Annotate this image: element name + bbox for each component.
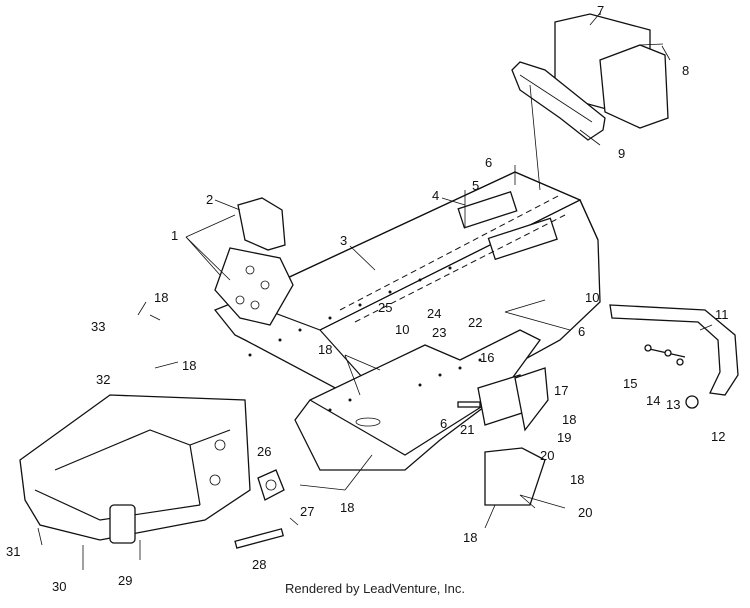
callout-6: 6 bbox=[578, 324, 585, 339]
part-small-plates bbox=[234, 469, 285, 549]
callout-27: 27 bbox=[300, 504, 314, 519]
callout-16: 16 bbox=[480, 350, 494, 365]
callout-15: 15 bbox=[623, 376, 637, 391]
part-upper-brackets bbox=[214, 197, 294, 326]
callout-31: 31 bbox=[6, 544, 20, 559]
callout-9: 9 bbox=[618, 146, 625, 161]
callout-18: 18 bbox=[463, 530, 477, 545]
callout-19: 19 bbox=[557, 430, 571, 445]
part-bracket bbox=[511, 61, 606, 141]
credit-text: Rendered by LeadVenture, Inc. bbox=[285, 581, 465, 596]
callout-6: 6 bbox=[485, 155, 492, 170]
callout-18: 18 bbox=[318, 342, 332, 357]
callout-14: 14 bbox=[646, 393, 660, 408]
part-frame-lower bbox=[294, 329, 541, 471]
callout-10: 10 bbox=[395, 322, 409, 337]
callout-18: 18 bbox=[570, 472, 584, 487]
callout-18: 18 bbox=[154, 290, 168, 305]
callout-7: 7 bbox=[597, 3, 604, 18]
callout-24: 24 bbox=[427, 306, 441, 321]
callout-10: 10 bbox=[585, 290, 599, 305]
callout-32: 32 bbox=[96, 372, 110, 387]
callout-5: 5 bbox=[472, 178, 479, 193]
callout-26: 26 bbox=[257, 444, 271, 459]
part-hardware bbox=[644, 344, 699, 409]
callout-11: 11 bbox=[715, 307, 729, 322]
callout-25: 25 bbox=[378, 300, 392, 315]
callout-8: 8 bbox=[682, 63, 689, 78]
part-rear-subframe bbox=[19, 394, 251, 544]
callout-18: 18 bbox=[562, 412, 576, 427]
part-seat-panels bbox=[554, 13, 669, 129]
callout-29: 29 bbox=[118, 573, 132, 588]
callout-13: 13 bbox=[666, 397, 680, 412]
callout-28: 28 bbox=[252, 557, 266, 572]
callout-20: 20 bbox=[540, 448, 554, 463]
callout-3: 3 bbox=[340, 233, 347, 248]
callout-17: 17 bbox=[554, 383, 568, 398]
callout-22: 22 bbox=[468, 315, 482, 330]
leader-lines bbox=[37, 12, 713, 570]
callout-2: 2 bbox=[206, 192, 213, 207]
callout-30: 30 bbox=[52, 579, 66, 594]
callout-4: 4 bbox=[432, 188, 439, 203]
callout-12: 12 bbox=[711, 429, 725, 444]
callout-labels: 1 2 3 4 5 6 6 6 7 8 9 10 10 11 12 13 14 … bbox=[6, 3, 729, 594]
callout-6: 6 bbox=[440, 416, 447, 431]
callout-33: 33 bbox=[91, 319, 105, 334]
part-front-brackets bbox=[457, 367, 549, 506]
callout-20: 20 bbox=[578, 505, 592, 520]
callout-18: 18 bbox=[182, 358, 196, 373]
callout-23: 23 bbox=[432, 325, 446, 340]
callout-1: 1 bbox=[171, 228, 178, 243]
callout-18: 18 bbox=[340, 500, 354, 515]
callout-21: 21 bbox=[460, 422, 474, 437]
